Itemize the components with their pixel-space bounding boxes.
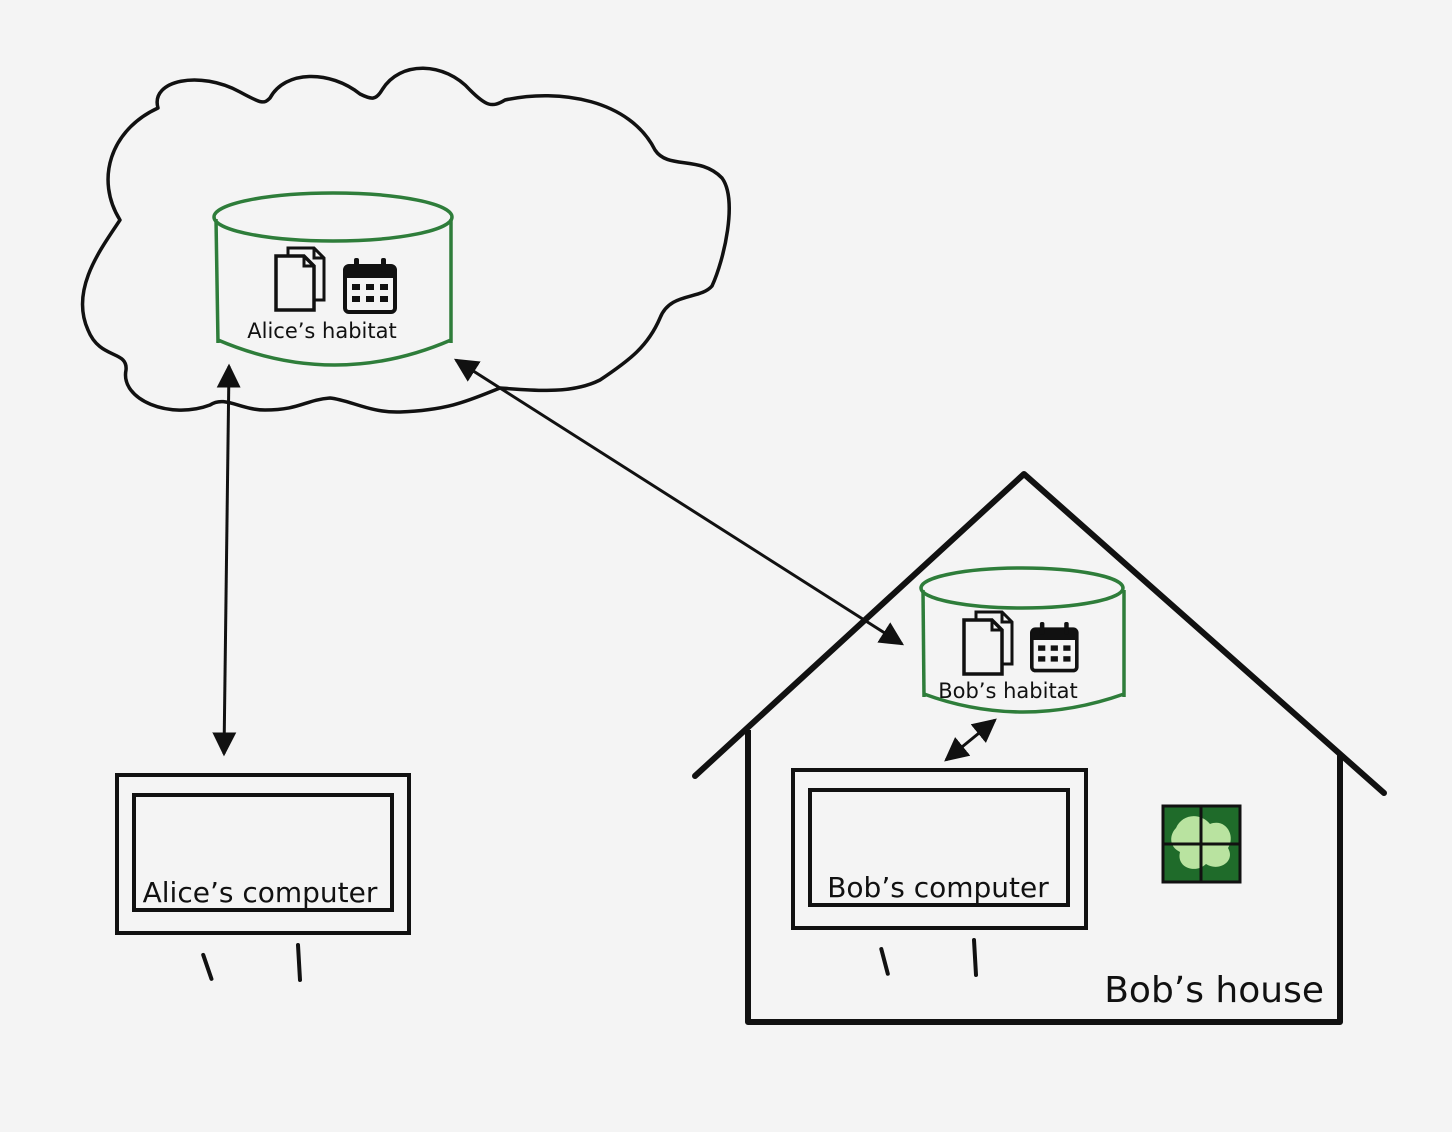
bob-computer[interactable]: Bob’s computer	[791, 768, 1088, 977]
alice-computer[interactable]: Alice’s computer	[115, 773, 411, 982]
calendar-icon	[343, 256, 397, 314]
cloud-outline	[80, 66, 731, 414]
alice-computer-outer-frame	[115, 773, 411, 935]
bob-habitat[interactable]: Bob’s habitat	[919, 566, 1126, 714]
bob-computer-label: Bob’s computer	[827, 871, 1049, 904]
alice-habitat[interactable]: Alice’s habitat	[212, 191, 454, 367]
alice-computer-screen	[132, 793, 394, 912]
bob-habitat-top	[919, 566, 1125, 610]
alice-computer-label: Alice’s computer	[143, 876, 378, 909]
arrow-alice-habitat-to-bob-habitat	[453, 358, 905, 646]
house-window	[1161, 804, 1242, 884]
house-label: Bob’s house	[1104, 970, 1324, 1011]
arrow-bob-computer-to-habitat	[944, 718, 997, 762]
arrow-alice-computer-to-habitat	[212, 363, 241, 757]
calendar-icon	[1030, 620, 1079, 673]
alice-habitat-top	[212, 191, 454, 243]
documents-icon	[274, 246, 326, 312]
house-walls	[745, 730, 1343, 1025]
bob-computer-outer-frame	[791, 768, 1088, 930]
bob-habitat-label: Bob’s habitat	[938, 679, 1078, 703]
alice-habitat-label: Alice’s habitat	[247, 319, 396, 343]
cloud	[80, 66, 731, 414]
bobs-house: Bob’s house	[692, 471, 1387, 1025]
documents-icon	[962, 610, 1014, 676]
house-roof	[692, 471, 1387, 796]
bob-computer-screen	[808, 788, 1070, 907]
